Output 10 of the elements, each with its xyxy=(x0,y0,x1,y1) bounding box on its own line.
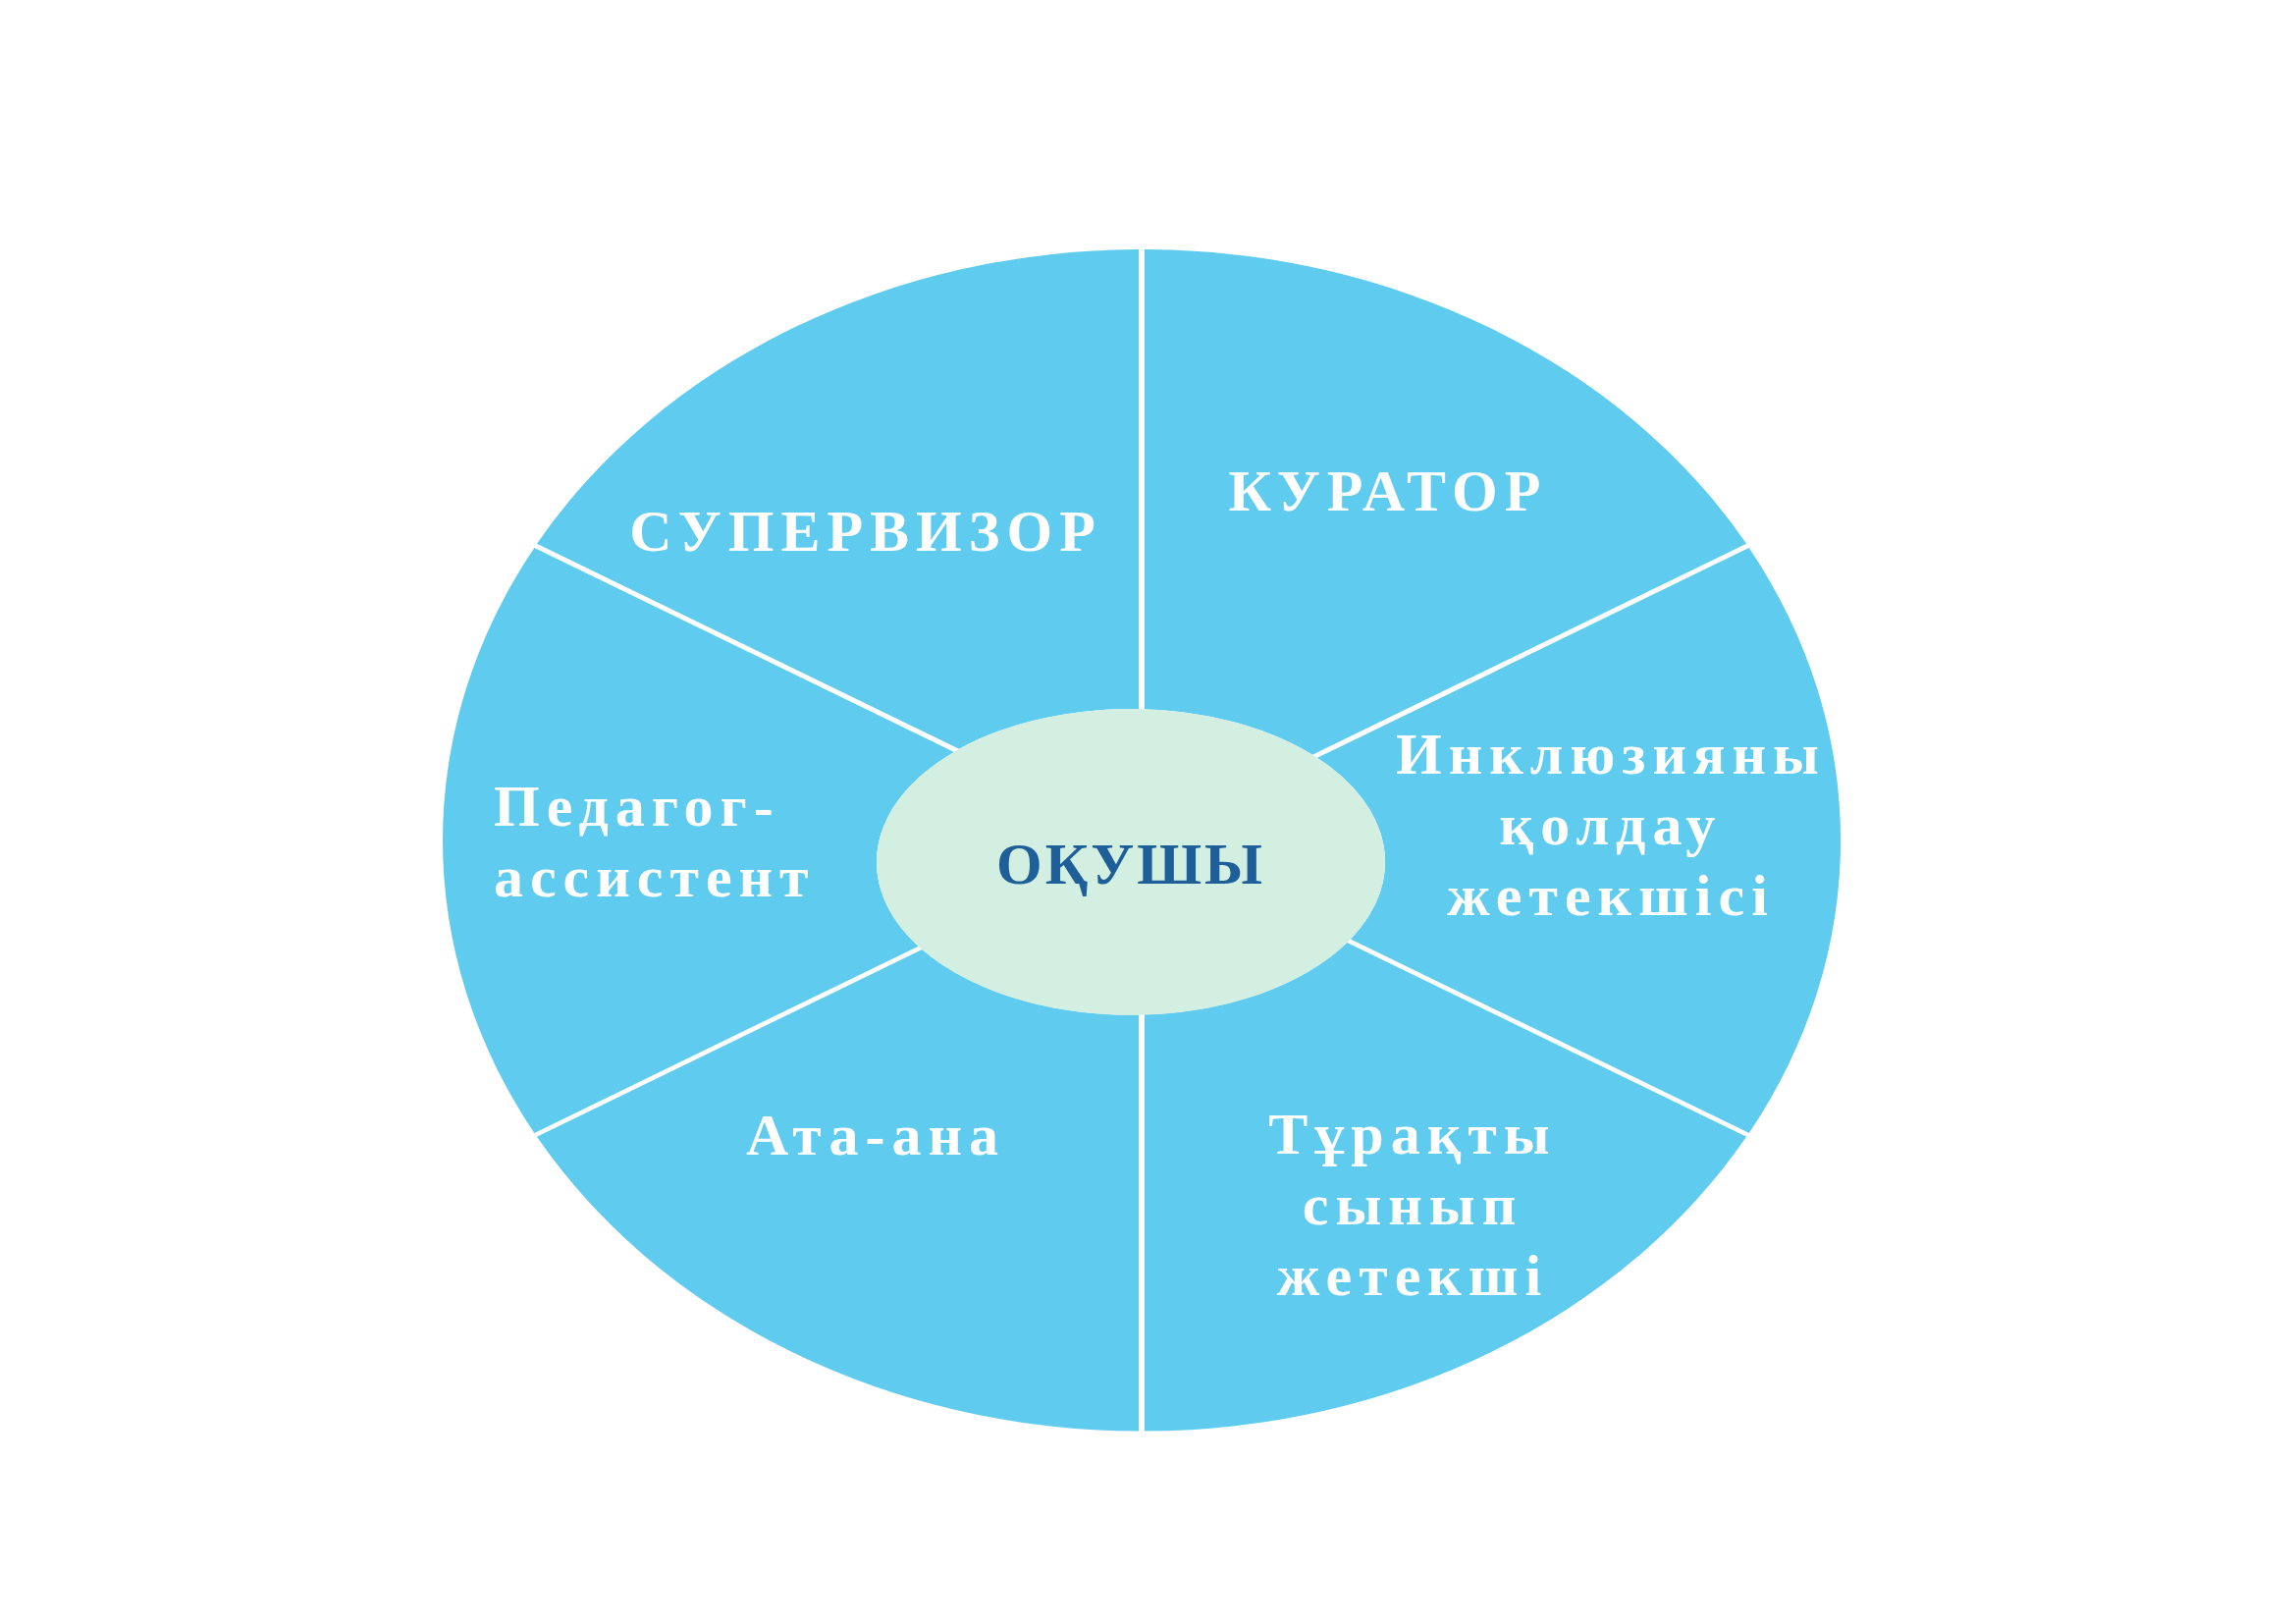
sector-label: Ата-ана xyxy=(744,1102,1007,1169)
wheel-sector xyxy=(1144,943,1746,1432)
sector-label: СУПЕРВИЗОР xyxy=(628,498,1103,566)
sector-label: Педагог-ассистент xyxy=(494,773,817,911)
wheel-sector xyxy=(537,249,1140,749)
sector-label: КУРАТОР xyxy=(1227,458,1549,525)
wheel-sector xyxy=(537,949,1140,1432)
sector-label: Инклюзияны қолдау жетекшісі xyxy=(1395,721,1827,930)
sector-label: Тұрақты сынып жетекші xyxy=(1267,1101,1558,1310)
center-label: ОҚУШЫ xyxy=(995,831,1266,898)
